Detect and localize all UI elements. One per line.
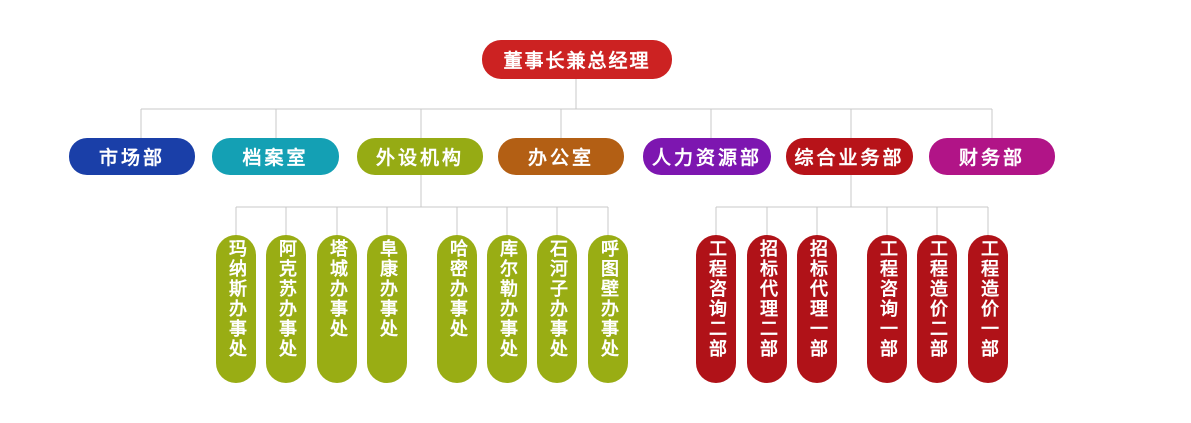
branch-office-manas: 玛纳斯办事处 [216,235,256,383]
branch-office-hutubi: 呼图壁办事处 [588,235,628,383]
business-unit-tender-agency-2: 招标代理二部 [747,235,787,383]
business-unit-cost-engineering-1: 工程造价一部 [968,235,1008,383]
branch-office-fukang: 阜康办事处 [367,235,407,383]
branch-office-hami: 哈密办事处 [437,235,477,383]
business-unit-tender-agency-1: 招标代理一部 [797,235,837,383]
root-node-chairman-gm: 董事长兼总经理 [482,40,672,79]
dept-node-archives: 档案室 [212,138,339,175]
dept-node-human-resources: 人力资源部 [643,138,771,175]
business-unit-engineering-consulting-1: 工程咨询一部 [867,235,907,383]
dept-node-general-business: 综合业务部 [786,138,913,175]
dept-node-finance: 财务部 [929,138,1055,175]
branch-office-shihezi: 石河子办事处 [537,235,577,383]
dept-node-marketing: 市场部 [69,138,195,175]
business-unit-cost-engineering-2: 工程造价二部 [917,235,957,383]
dept-node-office: 办公室 [498,138,624,175]
branch-office-tacheng: 塔城办事处 [317,235,357,383]
branch-office-aksu: 阿克苏办事处 [266,235,306,383]
branch-office-korla: 库尔勒办事处 [487,235,527,383]
dept-node-external-agencies: 外设机构 [357,138,483,175]
business-unit-engineering-consulting-2: 工程咨询二部 [696,235,736,383]
